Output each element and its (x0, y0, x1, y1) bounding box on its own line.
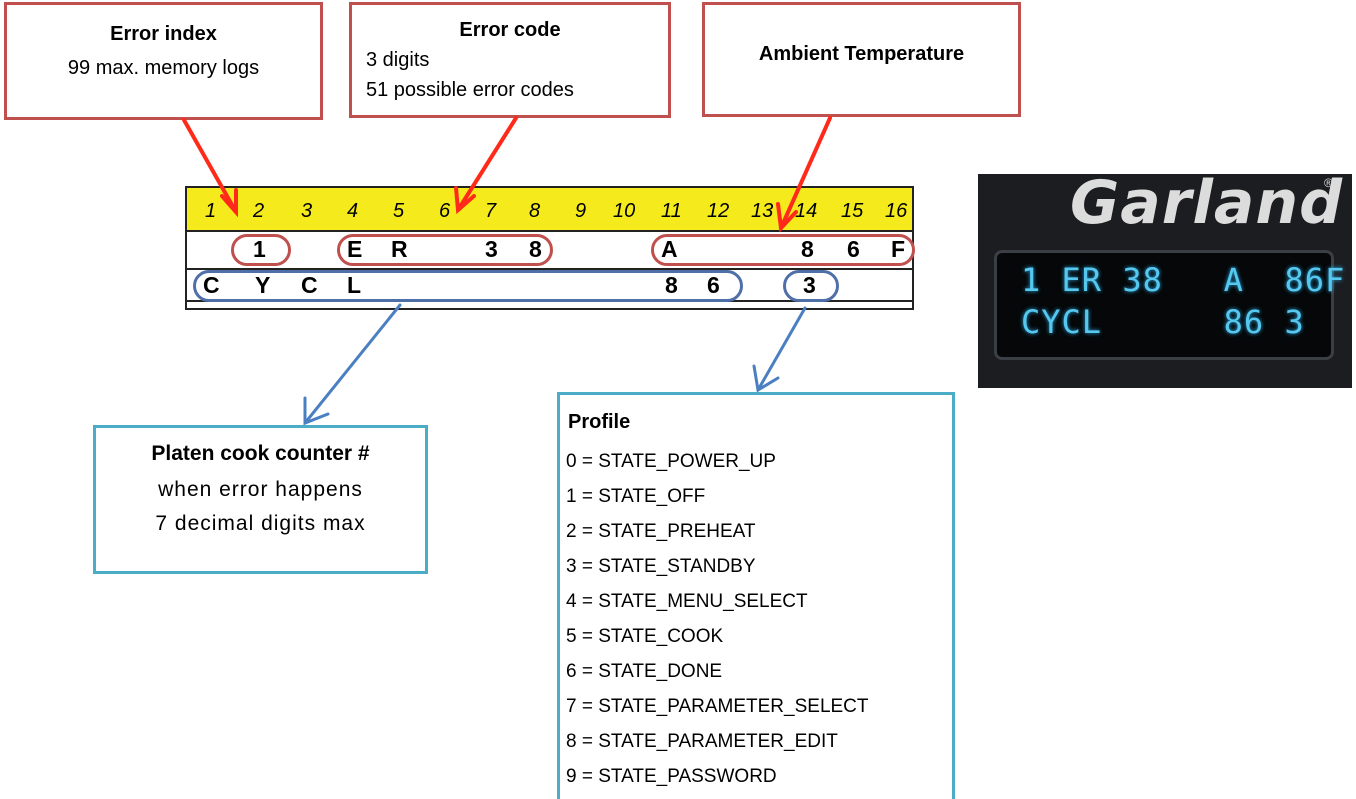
position-12: 12 (707, 200, 730, 222)
vfd-line1: 1 ER 38 A 86F (1021, 261, 1346, 299)
error-index-desc: 99 max. memory logs (67, 57, 260, 79)
vfd-line2: CYCL 86 3 (1021, 303, 1305, 341)
position-number-bar: 1 2 3 4 5 6 7 8 9 10 11 12 13 14 15 16 (187, 188, 912, 232)
error-index-arrow (182, 118, 238, 214)
error-index-arrowhead (220, 188, 238, 218)
error-code-line2: 51 possible error codes (366, 79, 574, 101)
platen-cook-counter-box: Platen cook counter # when error happens… (93, 425, 428, 574)
position-6: 6 (439, 200, 451, 222)
row2-char: 8 (665, 272, 678, 298)
error-index-title: Error index (110, 23, 217, 45)
position-16: 16 (885, 200, 908, 222)
row1-char: 3 (485, 236, 498, 262)
cook-counter-oval (193, 270, 743, 302)
error-code-oval (337, 234, 553, 266)
profile-item: 3 = STATE_STANDBY (566, 556, 756, 577)
position-11: 11 (661, 200, 682, 222)
row1-char: 6 (847, 236, 860, 262)
ambient-title: Ambient Temperature (758, 43, 965, 65)
profile-title: Profile (568, 411, 631, 433)
position-10: 10 (613, 200, 636, 222)
row2-char: Y (255, 272, 271, 298)
row-divider (187, 268, 912, 270)
position-5: 5 (393, 200, 405, 222)
error-index-oval (231, 234, 291, 266)
profile-item: 4 = STATE_MENU_SELECT (566, 591, 808, 612)
position-3: 3 (301, 200, 313, 222)
registered-mark: ® (1324, 176, 1333, 190)
profile-item: 2 = STATE_PREHEAT (566, 521, 756, 542)
profile-arrow (756, 306, 807, 392)
profile-box: Profile 0 = STATE_POWER_UP 1 = STATE_OFF… (557, 392, 955, 799)
error-index-box: Error index 99 max. memory logs (4, 2, 323, 120)
position-2: 2 (253, 200, 265, 222)
profile-item: 5 = STATE_COOK (566, 626, 724, 647)
position-4: 4 (347, 200, 359, 222)
profile-item: 0 = STATE_POWER_UP (566, 451, 776, 472)
error-code-box: Error code 3 digits 51 possible error co… (349, 2, 671, 118)
lcd-layout-diagram: 1 2 3 4 5 6 7 8 9 10 11 12 13 14 15 16 1… (185, 186, 915, 310)
vfd-screen: 1 ER 38 A 86F CYCL 86 3 (994, 250, 1344, 360)
profile-item: 7 = STATE_PARAMETER_SELECT (566, 696, 869, 717)
position-14: 14 (795, 200, 818, 222)
platen-arrowhead (303, 396, 330, 426)
error-code-line1: 3 digits (366, 49, 430, 71)
position-1: 1 (205, 200, 217, 222)
ambient-temperature-box: Ambient Temperature (702, 2, 1021, 117)
profile-item: 9 = STATE_PASSWORD (566, 766, 777, 787)
platen-line2: 7 decimal digits max (155, 512, 366, 535)
position-9: 9 (575, 200, 587, 222)
position-15: 15 (841, 200, 864, 222)
platen-line1: when error happens (158, 478, 363, 501)
garland-logo: Garland (1070, 174, 1344, 238)
garland-display-photo: Garland ® 1 ER 38 A 86F CYCL 86 3 (978, 174, 1352, 388)
row2-char: C (301, 272, 318, 298)
position-8: 8 (529, 200, 541, 222)
position-13: 13 (751, 200, 774, 222)
profile-item: 6 = STATE_DONE (566, 661, 723, 682)
platen-arrow (303, 303, 402, 425)
row1-char: 8 (801, 236, 814, 262)
position-7: 7 (485, 200, 497, 222)
ambient-temperature-oval (651, 234, 915, 266)
row1-char: 1 (253, 236, 266, 262)
profile-oval (783, 270, 839, 302)
ambient-arrowhead (776, 202, 798, 233)
profile-arrowhead (752, 364, 780, 393)
row2-char: 3 (803, 272, 816, 298)
row2-char: L (347, 272, 362, 298)
row1-char: R (391, 236, 408, 262)
row2-char: 6 (707, 272, 720, 298)
profile-item: 8 = STATE_PARAMETER_EDIT (566, 731, 838, 752)
profile-item: 1 = STATE_OFF (566, 486, 706, 507)
error-code-arrow (456, 116, 518, 212)
error-code-arrowhead (454, 186, 476, 215)
platen-title: Platen cook counter # (151, 442, 370, 465)
error-code-title: Error code (459, 19, 561, 41)
ambient-arrow (779, 116, 832, 230)
